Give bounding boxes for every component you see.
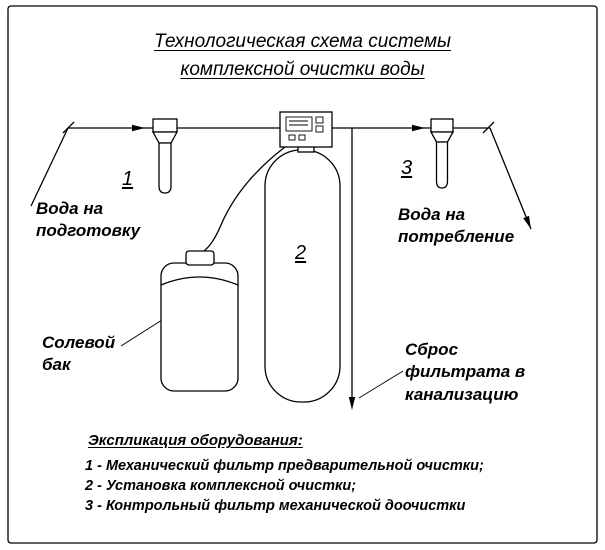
prefilter-symbol [151,118,179,194]
brine-tank-seam [160,276,239,286]
valve-button [315,116,324,124]
postfilter-funnel [429,131,455,143]
postfilter-head [430,118,454,133]
valve-button [288,134,296,141]
legend-item-1: 1 - Механический фильтр предварительной … [85,458,484,474]
inlet-flow-arrow [132,124,145,132]
brine-tank-cap [185,250,215,266]
tick-marks [62,121,495,134]
legend-item-3: 3 - Контрольный фильтр механической дооч… [85,498,466,514]
valve-display [285,116,313,132]
postfilter-bowl [435,141,449,189]
outlet-flow-arrow [412,124,425,132]
consumption-arrow [523,215,531,229]
page-title: Технологическая схема системы комплексно… [153,31,452,80]
brine-line-tube [199,146,286,255]
valve-button [315,125,324,133]
marker-2-main-unit: 2 [295,242,307,264]
label-water-inlet: Вода на подготовку [36,199,141,241]
pipe-lines [30,127,532,406]
valve-button [298,134,306,141]
legend-heading: Экспликация оборудования: [88,432,303,449]
drain-arrow [348,397,356,410]
drain-leader [358,370,404,399]
drawing-border [7,5,598,544]
brine-tank-body [160,262,239,392]
marker-3-postfilter: 3 [401,157,413,179]
control-valve-head [279,111,333,153]
leader-lines [120,319,404,399]
flow-arrows [132,124,531,410]
softener-unit-tank [264,149,341,403]
label-water-outlet: Вода на потребление [398,205,515,247]
brine-tank-symbol [160,250,239,392]
prefilter-head [152,118,178,133]
label-brine-tank: Солевой бак [42,333,116,375]
prefilter-bowl [158,142,172,194]
label-drain: Сброс фильтрата в канализацию [405,340,526,404]
prefilter-funnel [151,131,179,144]
marker-1-prefilter: 1 [122,168,134,190]
legend-item-2: 2 - Установка комплексной очистки; [85,478,357,494]
brine-tank-leader [120,319,163,347]
postfilter-symbol [429,118,455,189]
